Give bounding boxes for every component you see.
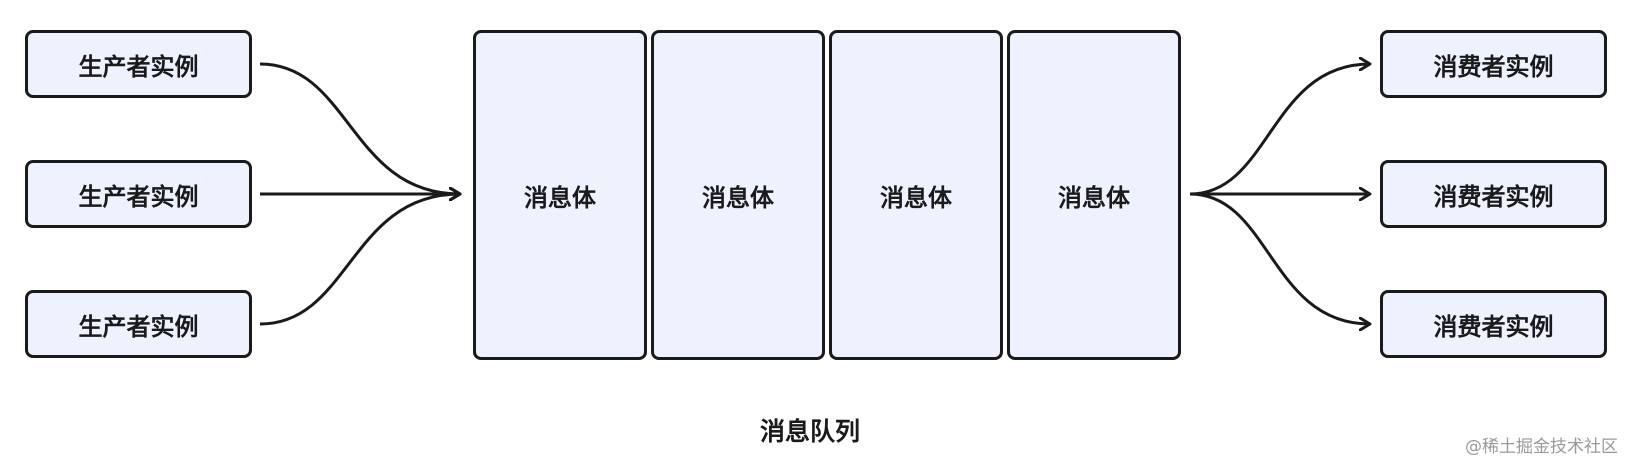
message-body-1: 消息体 xyxy=(473,30,647,360)
producer-instance-3: 生产者实例 xyxy=(25,290,252,358)
message-body-2: 消息体 xyxy=(651,30,825,360)
producer-instance-2: 生产者实例 xyxy=(25,160,252,228)
message-body-3: 消息体 xyxy=(829,30,1003,360)
consumer-instance-2: 消费者实例 xyxy=(1380,160,1607,228)
queue-title: 消息队列 xyxy=(759,417,860,446)
watermark: @稀土掘金技术社区 xyxy=(1465,437,1618,457)
consumer-instance-1: 消费者实例 xyxy=(1380,30,1607,98)
message-body-4: 消息体 xyxy=(1007,30,1181,360)
queue-to-consumer-3-arrow xyxy=(1189,192,1370,324)
producer-3-to-queue-arrow xyxy=(259,194,460,326)
queue-to-consumer-1-arrow xyxy=(1189,64,1370,196)
consumer-instance-3: 消费者实例 xyxy=(1380,290,1607,358)
producer-1-to-queue-arrow xyxy=(259,62,460,194)
producer-instance-1: 生产者实例 xyxy=(25,30,252,98)
